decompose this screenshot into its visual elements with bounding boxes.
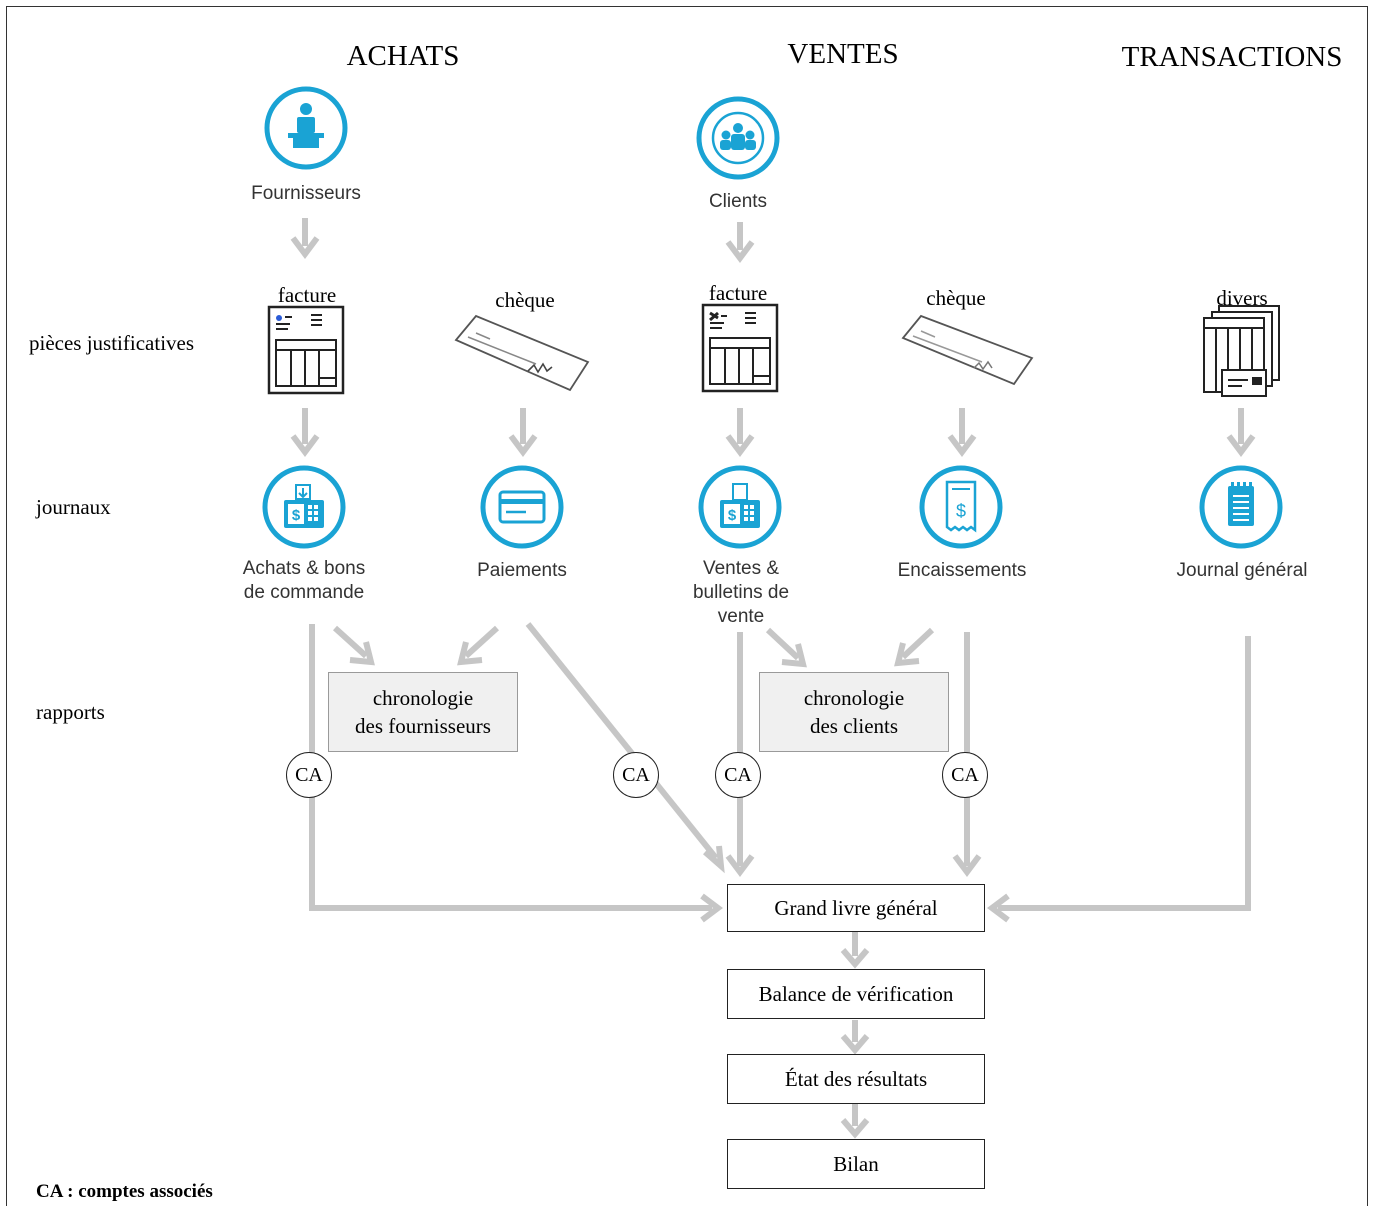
arrow-clients-to-facture xyxy=(725,222,755,263)
check-paper-icon xyxy=(901,314,1034,386)
register-download-icon: $ xyxy=(262,465,346,549)
arrow-facture-ventes-to-journal xyxy=(725,408,755,457)
column-header-achats: ACHATS xyxy=(346,40,460,72)
clients-group-icon xyxy=(696,96,780,180)
cheque-ventes-label: chèque xyxy=(926,286,986,310)
legend-ca: CA : comptes associés xyxy=(36,1181,213,1202)
register-upload-icon: $ xyxy=(698,465,782,549)
svg-text:$: $ xyxy=(956,501,966,521)
diagram-frame xyxy=(6,6,1368,1206)
arrow-divers-to-journal xyxy=(1226,408,1256,457)
ca-circle-ventes: CA xyxy=(715,752,761,798)
bilan-box: Bilan xyxy=(727,1139,985,1189)
row-label-journaux: journaux xyxy=(36,495,111,519)
invoice-document-icon xyxy=(267,305,345,395)
line-achats-to-grand-livre xyxy=(309,624,723,923)
ca-circle-paiements: CA xyxy=(613,752,659,798)
cheque-achats-label: chèque xyxy=(495,288,555,312)
miscellaneous-documents-icon xyxy=(1203,305,1280,397)
receipt-dollar-icon: $ xyxy=(919,465,1003,549)
ca-circle-encaissements: CA xyxy=(942,752,988,798)
etat-resultats-box: État des résultats xyxy=(727,1054,985,1104)
journal-general-label: Journal général xyxy=(1176,560,1308,581)
column-header-transactions: TRANSACTIONS xyxy=(1121,41,1343,73)
svg-text:$: $ xyxy=(728,507,737,524)
grand-livre-box: Grand livre général xyxy=(727,884,985,932)
row-label-pieces: pièces justificatives xyxy=(29,331,195,355)
arrow-fournisseurs-to-facture xyxy=(290,218,320,259)
arrow-achats-to-chronologie xyxy=(332,625,375,666)
balance-verification-box: Balance de vérification xyxy=(727,969,985,1019)
line-ventes-to-grand-livre xyxy=(725,632,755,877)
arrow-ventes-to-chronologie xyxy=(765,627,807,668)
arrow-encaissements-to-chronologie xyxy=(894,627,935,667)
facture-ventes-label: facture xyxy=(708,281,768,305)
arrow-paiements-to-chronologie xyxy=(457,625,500,666)
row-label-rapports: rapports xyxy=(36,700,105,724)
check-paper-icon xyxy=(454,314,590,392)
line-encaissements-to-grand-livre xyxy=(952,632,982,877)
column-header-ventes: VENTES xyxy=(787,38,899,70)
line-journal-general-to-grand-livre xyxy=(987,636,1251,923)
journal-achats-label: Achats & bons de commande xyxy=(242,558,366,603)
ca-circle-achats: CA xyxy=(286,752,332,798)
arrow-etat-to-bilan xyxy=(840,1104,870,1139)
arrow-cheque-achats-to-journal xyxy=(508,408,538,457)
arrow-cheque-ventes-to-journal xyxy=(947,408,977,457)
supplier-desk-icon xyxy=(264,86,348,170)
chronologie-fournisseurs-box: chronologie des fournisseurs xyxy=(328,672,518,752)
invoice-document-icon xyxy=(701,303,779,393)
divers-label: divers xyxy=(1216,286,1268,310)
journal-paiements-label: Paiements xyxy=(477,560,567,581)
journal-ventes-label: Ventes & bulletins de vente xyxy=(692,558,790,627)
svg-text:$: $ xyxy=(292,507,301,524)
arrow-grand-livre-to-balance xyxy=(840,932,870,969)
journal-encaissements-label: Encaissements xyxy=(897,560,1027,581)
line-paiements-to-grand-livre xyxy=(525,622,725,874)
notepad-icon xyxy=(1199,465,1283,549)
facture-achats-label: facture xyxy=(277,283,337,307)
arrow-balance-to-etat xyxy=(840,1020,870,1055)
clients-label: Clients xyxy=(708,191,768,212)
fournisseurs-label: Fournisseurs xyxy=(251,183,361,204)
credit-card-icon xyxy=(480,465,564,549)
arrow-facture-achats-to-journal xyxy=(290,408,320,457)
chronologie-clients-box: chronologie des clients xyxy=(759,672,949,752)
